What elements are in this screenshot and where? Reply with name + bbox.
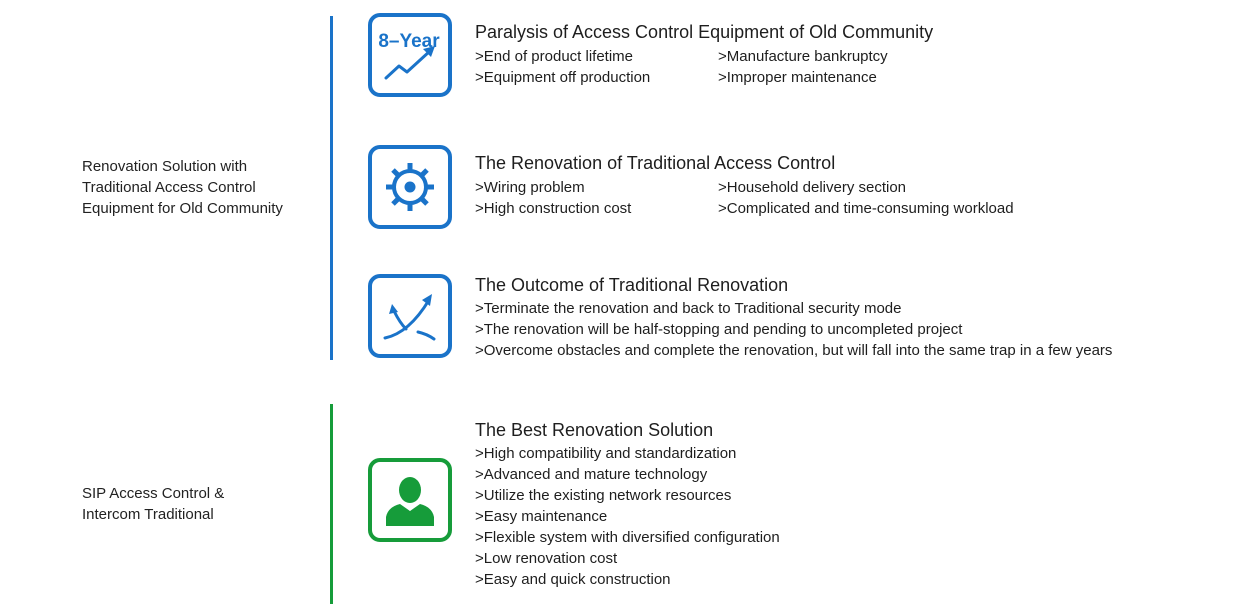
section-label-sip: SIP Access Control & Intercom Traditiona…	[82, 485, 225, 523]
bullet-item: >End of product lifetime	[475, 48, 634, 65]
bullet-item: >High compatibility and standardization	[475, 445, 737, 462]
bullet-item: >Overcome obstacles and complete the ren…	[475, 342, 1113, 359]
bullet-item: >Terminate the renovation and back to Tr…	[475, 300, 902, 317]
bullet-item: >Utilize the existing network resources	[475, 487, 732, 504]
bullet-item: >Low renovation cost	[475, 550, 618, 567]
bullet-item: >Advanced and mature technology	[475, 466, 708, 483]
bullet-list-best-solution: >High compatibility and standardization …	[475, 443, 780, 590]
bullet-item: >Easy maintenance	[475, 508, 608, 525]
bullet-item: >Flexible system with diversified config…	[475, 529, 780, 546]
gear-icon	[368, 145, 452, 229]
section-label-traditional: Renovation Solution with Traditional Acc…	[82, 158, 283, 217]
diverging-arrows-icon	[368, 274, 452, 358]
bullet-list-paralysis: >End of product lifetime >Manufacture ba…	[475, 46, 888, 88]
item-title-paralysis: Paralysis of Access Control Equipment of…	[475, 22, 934, 42]
bullet-item: >Easy and quick construction	[475, 571, 671, 588]
item-title-outcome: The Outcome of Traditional Renovation	[475, 275, 789, 295]
icon-label-8-year: 8–Year	[378, 31, 440, 52]
bullet-item: >Wiring problem	[475, 179, 585, 196]
bullet-item: >Equipment off production	[475, 69, 651, 86]
bullet-item: >High construction cost	[475, 200, 632, 217]
person-icon	[368, 458, 452, 542]
bullet-item: >The renovation will be half-stopping an…	[475, 321, 963, 338]
bullet-item: >Household delivery section	[718, 179, 907, 196]
bullet-item: >Manufacture bankruptcy	[718, 48, 888, 65]
8-year-trend-icon: 8–Year	[368, 13, 452, 97]
bullet-item: >Improper maintenance	[718, 69, 877, 86]
bullet-item: >Complicated and time-consuming workload	[718, 200, 1014, 217]
bullet-list-outcome: >Terminate the renovation and back to Tr…	[475, 298, 1112, 361]
item-title-best-solution: The Best Renovation Solution	[475, 420, 714, 440]
section-divider-blue	[330, 16, 333, 360]
bullet-list-renovation: >Wiring problem >Household delivery sect…	[475, 177, 1014, 219]
item-title-renovation: The Renovation of Traditional Access Con…	[475, 153, 836, 173]
section-divider-green	[330, 404, 333, 604]
